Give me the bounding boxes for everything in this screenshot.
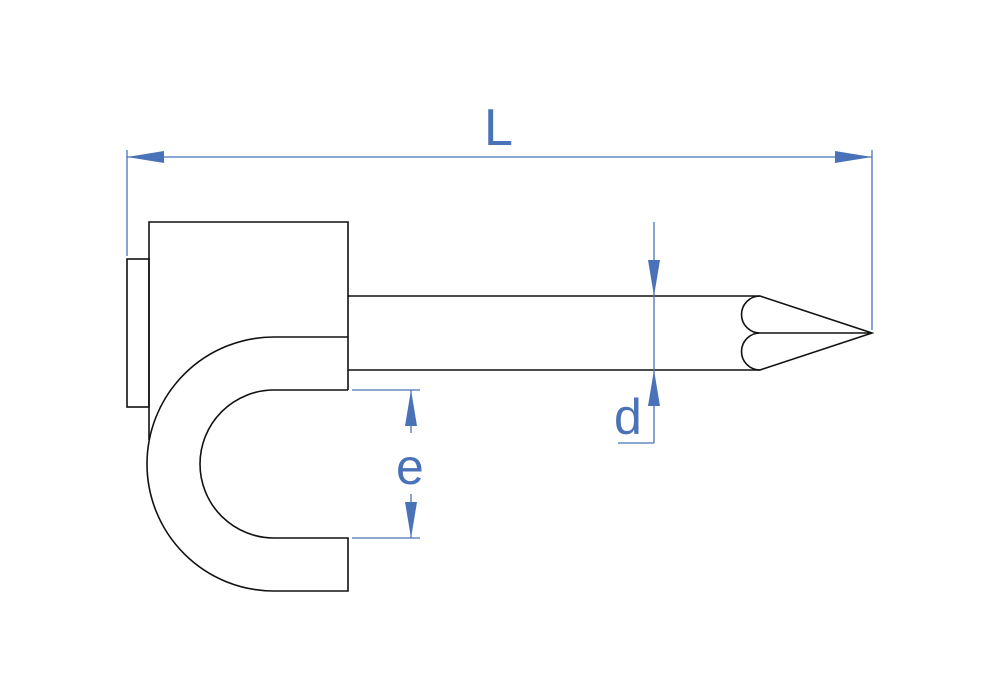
d-arrow-bottom [648, 370, 660, 406]
e-arrow-top [405, 390, 417, 426]
d-arrow-top [648, 260, 660, 296]
clip-block [148, 221, 349, 440]
e-arrow-bottom [405, 502, 417, 538]
backing-plate [126, 258, 150, 408]
nail-scallops [740, 295, 761, 371]
L-arrow-right [835, 151, 872, 163]
dimensions [126, 150, 873, 539]
hook-loop [146, 336, 349, 592]
diameter-label: d [614, 389, 642, 445]
L-arrow-left [127, 151, 164, 163]
clip-outline [126, 221, 875, 592]
eye-width-label: e [396, 439, 424, 495]
length-label: L [484, 99, 513, 157]
